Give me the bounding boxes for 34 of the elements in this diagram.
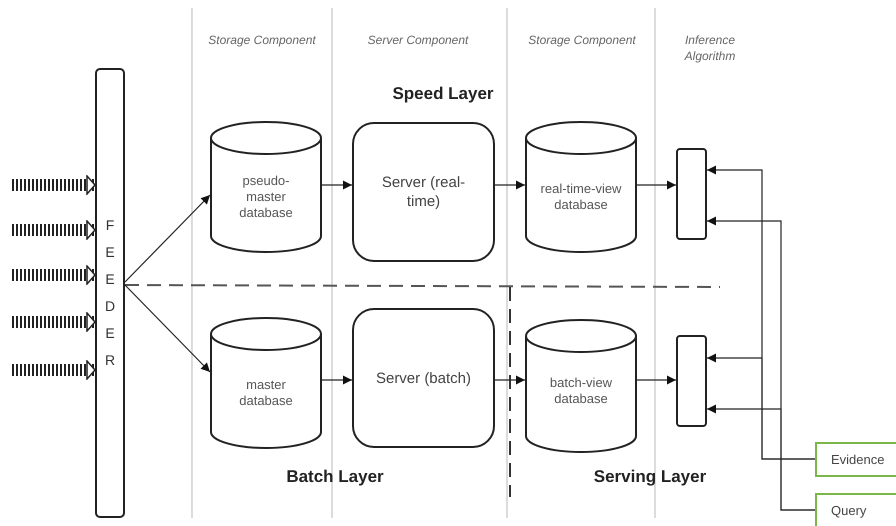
column-header: Storage Component bbox=[207, 32, 317, 48]
column-header: Server Component bbox=[366, 32, 470, 48]
server-box bbox=[352, 308, 495, 448]
arrow bbox=[707, 404, 815, 511]
node-label: Server (batch) bbox=[376, 368, 472, 388]
feeder-bar bbox=[95, 68, 125, 518]
input-arrow bbox=[12, 175, 96, 195]
arrow bbox=[637, 180, 676, 190]
arrow bbox=[322, 180, 352, 190]
inference-box bbox=[676, 335, 707, 427]
arrow bbox=[124, 284, 210, 372]
arrow bbox=[707, 354, 815, 460]
layer-title: Speed Layer bbox=[391, 84, 495, 104]
server-box bbox=[352, 122, 495, 262]
input-box bbox=[815, 442, 896, 477]
layer-title: Batch Layer bbox=[285, 467, 385, 487]
input-arrow bbox=[12, 265, 96, 285]
arrow bbox=[637, 376, 676, 384]
arrow bbox=[322, 376, 352, 384]
node-label: Server (real-time) bbox=[380, 173, 466, 211]
layer-title: Serving Layer bbox=[592, 467, 708, 487]
input-arrow bbox=[12, 360, 96, 380]
input-arrow bbox=[12, 220, 96, 240]
arrow bbox=[124, 194, 210, 282]
node-label: Evidence bbox=[831, 452, 884, 468]
node-label: Query bbox=[831, 502, 866, 518]
arrow bbox=[495, 376, 525, 384]
inference-box bbox=[676, 148, 707, 240]
column-header: Storage Component bbox=[527, 32, 637, 48]
vertical-label: FEEDER bbox=[104, 216, 116, 370]
input-box bbox=[815, 493, 896, 526]
column-header: Inference Algorithm bbox=[683, 32, 736, 64]
arrow bbox=[495, 180, 525, 190]
input-arrow bbox=[12, 312, 96, 332]
